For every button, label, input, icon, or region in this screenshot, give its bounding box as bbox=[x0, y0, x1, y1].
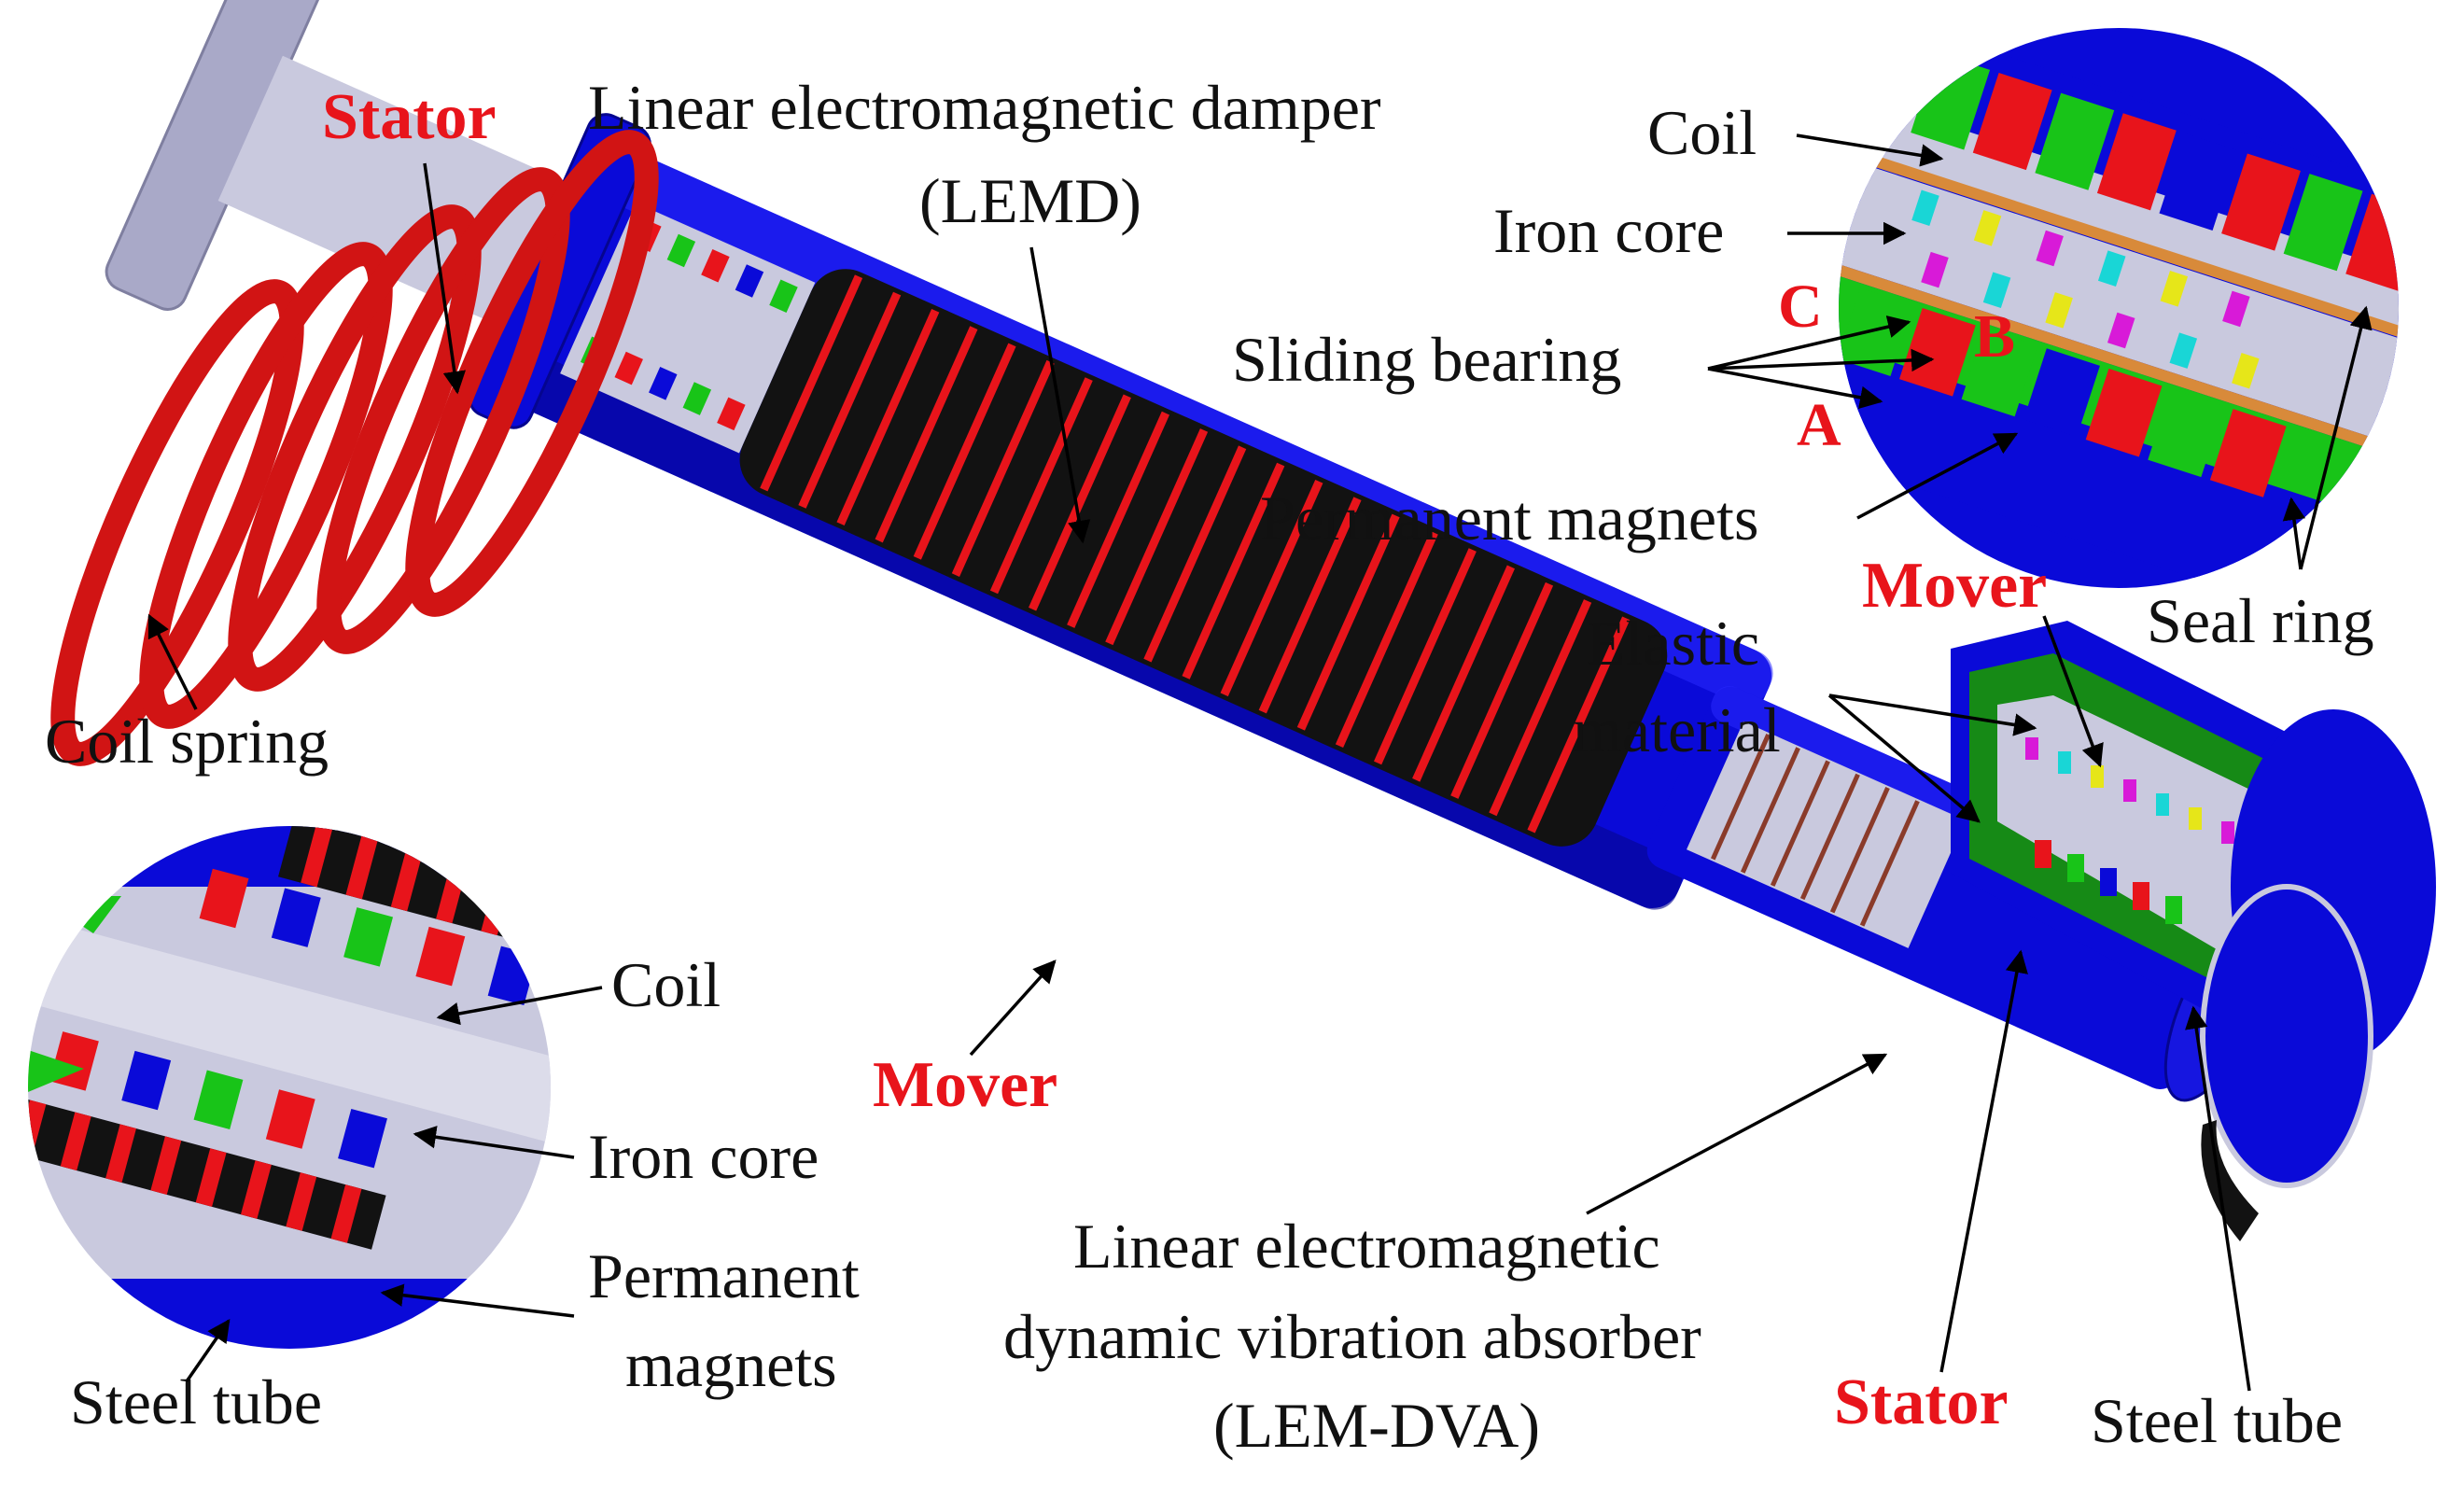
dva-core bbox=[1687, 721, 1966, 948]
top-coil-blocks bbox=[1911, 52, 2426, 291]
tr-label-sliding-bearing: Sliding bearing bbox=[1232, 324, 1621, 395]
label-lem-dva-line2: dynamic vibration absorber bbox=[1003, 1301, 1701, 1372]
label-mover-center: Mover bbox=[873, 1049, 1057, 1121]
coil-spring bbox=[50, 130, 659, 766]
dva-magnets bbox=[2025, 737, 2234, 924]
bl-label-steel-tube: Steel tube bbox=[70, 1366, 322, 1437]
bl-label-permanent-line1: Permanent bbox=[588, 1240, 860, 1311]
tr-label-a: A bbox=[1797, 391, 1841, 459]
label-elastic-line2: material bbox=[1573, 694, 1781, 765]
tr-label-b: B bbox=[1974, 302, 2015, 371]
label-coil-spring: Coil spring bbox=[45, 706, 329, 777]
label-lemd-line1: Linear electromagnetic damper bbox=[588, 72, 1381, 143]
tr-label-coil: Coil bbox=[1647, 97, 1757, 168]
inset-bottom-left bbox=[28, 826, 551, 1349]
label-stator-bottom: Stator bbox=[1834, 1366, 2009, 1438]
lemd-assembly bbox=[105, 0, 2273, 1102]
label-elastic-line1: Elastic bbox=[1587, 608, 1759, 679]
bl-label-permanent-line2: magnets bbox=[625, 1329, 837, 1400]
coil-turns bbox=[760, 274, 1631, 834]
leader-arrows bbox=[147, 133, 2373, 1392]
coil-winding bbox=[739, 269, 1668, 847]
tr-label-seal-ring: Seal ring bbox=[2147, 585, 2374, 656]
label-stator-top: Stator bbox=[322, 81, 497, 153]
tr-label-c: C bbox=[1778, 273, 1823, 341]
label-lem-dva-line1: Linear electromagnetic bbox=[1073, 1211, 1660, 1282]
bottom-coil-blocks bbox=[1837, 287, 2287, 497]
tr-label-permanent-magnets: Permanent magnets bbox=[1260, 483, 1758, 553]
label-lem-dva-line3: (LEM-DVA) bbox=[1213, 1390, 1540, 1461]
bl-bottom-magnets bbox=[49, 1031, 387, 1169]
dva-cutaway bbox=[1951, 621, 2436, 1241]
label-lemd-line2: (LEMD) bbox=[919, 165, 1141, 236]
label-steel-tube-right: Steel tube bbox=[2091, 1385, 2343, 1456]
label-mover-right: Mover bbox=[1862, 550, 2047, 622]
top-magnets bbox=[1911, 189, 2260, 389]
inset-top-right bbox=[1765, 20, 2464, 635]
tr-label-iron-core: Iron core bbox=[1493, 195, 1724, 266]
bl-label-iron-core: Iron core bbox=[588, 1121, 819, 1192]
dva-coil-turns bbox=[1710, 734, 1920, 927]
bl-label-coil: Coil bbox=[611, 949, 721, 1020]
bl-top-magnets bbox=[199, 868, 538, 1006]
